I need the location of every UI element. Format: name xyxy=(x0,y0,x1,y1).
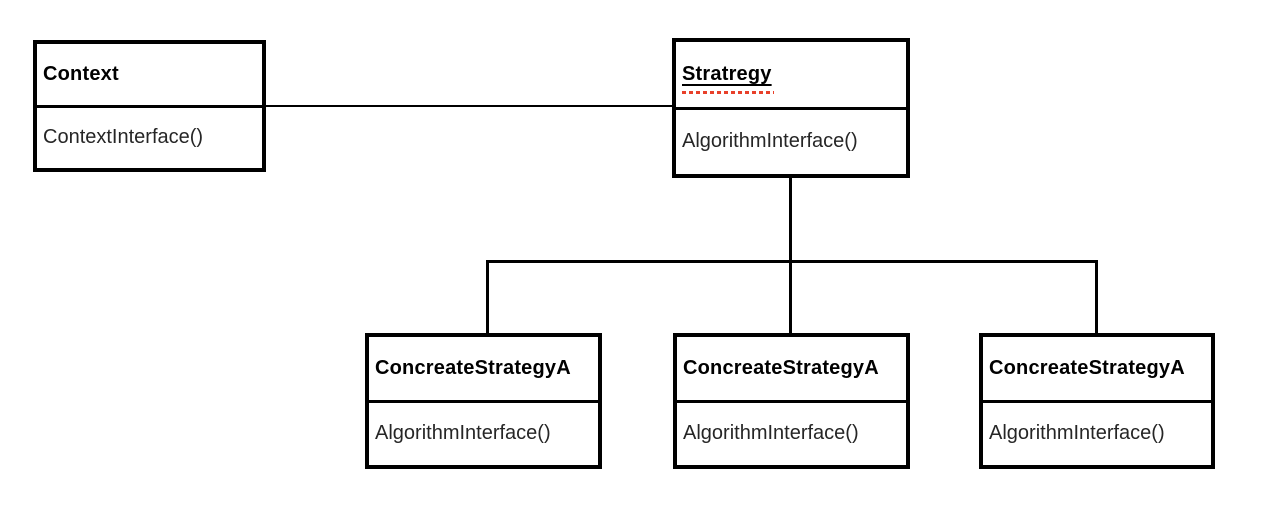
class-body-concrete-strategy-2: AlgorithmInterface() xyxy=(677,403,906,466)
class-box-concrete-strategy-2: ConcreateStrategyA AlgorithmInterface() xyxy=(673,333,910,469)
hierarchy-drop-line-right xyxy=(1095,260,1098,333)
hierarchy-stem-line xyxy=(789,177,792,333)
class-header-concrete-strategy-1: ConcreateStrategyA xyxy=(369,337,598,403)
class-header-strategy: Stratregy xyxy=(676,42,906,110)
class-body-concrete-strategy-1: AlgorithmInterface() xyxy=(369,403,598,466)
class-title-concrete-strategy-3: ConcreateStrategyA xyxy=(989,356,1185,379)
class-box-concrete-strategy-1: ConcreateStrategyA AlgorithmInterface() xyxy=(365,333,602,469)
class-method-concrete-strategy-3: AlgorithmInterface() xyxy=(989,422,1165,445)
hierarchy-bar-line xyxy=(486,260,1098,263)
class-method-strategy: AlgorithmInterface() xyxy=(682,130,858,153)
class-title-strategy: Stratregy xyxy=(682,62,774,94)
class-header-concrete-strategy-3: ConcreateStrategyA xyxy=(983,337,1211,403)
class-box-context: Context ContextInterface() xyxy=(33,40,266,172)
hierarchy-drop-line-left xyxy=(486,260,489,333)
class-body-concrete-strategy-3: AlgorithmInterface() xyxy=(983,403,1211,466)
association-line-context-strategy xyxy=(266,105,672,107)
class-body-context: ContextInterface() xyxy=(37,108,262,169)
class-method-concrete-strategy-1: AlgorithmInterface() xyxy=(375,422,551,445)
class-box-concrete-strategy-3: ConcreateStrategyA AlgorithmInterface() xyxy=(979,333,1215,469)
class-header-concrete-strategy-2: ConcreateStrategyA xyxy=(677,337,906,403)
class-title-concrete-strategy-2: ConcreateStrategyA xyxy=(683,356,879,379)
class-method-concrete-strategy-2: AlgorithmInterface() xyxy=(683,422,859,445)
class-method-context: ContextInterface() xyxy=(43,126,204,149)
class-body-strategy: AlgorithmInterface() xyxy=(676,110,906,175)
class-header-context: Context xyxy=(37,44,262,108)
class-title-concrete-strategy-1: ConcreateStrategyA xyxy=(375,356,571,379)
class-title-context: Context xyxy=(43,62,119,85)
class-box-strategy: Stratregy AlgorithmInterface() xyxy=(672,38,910,178)
